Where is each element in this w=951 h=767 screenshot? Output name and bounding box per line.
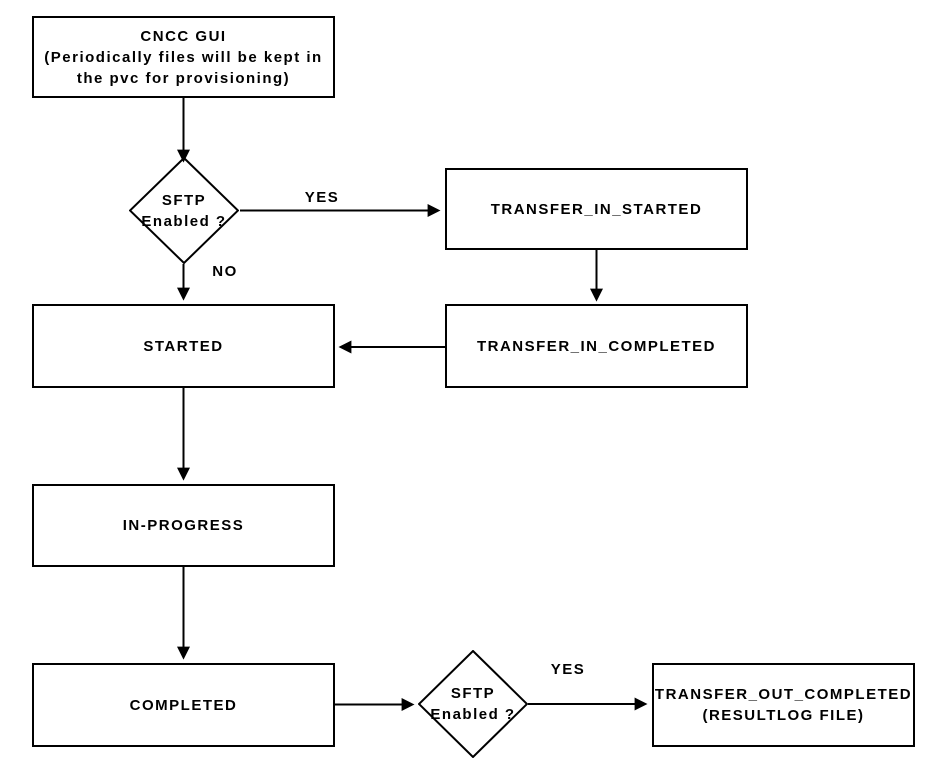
decision-sftp-enabled-bottom: SFTP Enabled ? [418,650,528,758]
decision-sftp-enabled-top: SFTP Enabled ? [129,157,239,264]
node-transfer-in-started: TRANSFER_IN_STARTED [445,168,748,250]
node-completed: COMPLETED [32,663,335,747]
node-transfer-in-started-label: TRANSFER_IN_STARTED [490,200,703,218]
node-cncc-gui-line2: (Periodically files will be kept in [44,48,323,66]
decision-bottom-line1: SFTP [450,685,496,702]
node-cncc-gui-line1: CNCC GUI [140,27,227,45]
node-transfer-out-completed: TRANSFER_OUT_COMPLETED (RESULTLOG FILE) [652,663,915,747]
decision-top-line2: Enabled ? [141,212,227,230]
node-transfer-out-completed-line2: (RESULTLOG FILE) [702,707,865,724]
node-completed-label: COMPLETED [129,696,238,714]
decision-bottom-line2: Enabled ? [430,706,516,723]
decision-top-line1: SFTP [161,191,207,209]
node-cncc-gui: CNCC GUI (Periodically files will be kep… [32,16,335,98]
node-in-progress-label: IN-PROGRESS [122,517,245,534]
edge-label-yes-top: YES [304,189,340,206]
decision-sftp-enabled-bottom-text: SFTP Enabled ? [418,650,528,758]
node-transfer-out-completed-line1: TRANSFER_OUT_COMPLETED [654,686,913,703]
edge-label-no: NO [212,263,238,280]
edge-label-yes-bottom: YES [550,661,586,678]
node-transfer-in-completed-label: TRANSFER_IN_COMPLETED [476,337,717,355]
decision-sftp-enabled-top-text: SFTP Enabled ? [129,157,239,264]
node-in-progress: IN-PROGRESS [32,484,335,567]
diamond-shape [129,157,239,264]
node-cncc-gui-line3: the pvc for provisioning) [76,69,291,87]
diamond-shape [418,650,528,758]
node-transfer-in-completed: TRANSFER_IN_COMPLETED [445,304,748,388]
node-started: STARTED [32,304,335,388]
node-started-label: STARTED [143,337,224,355]
